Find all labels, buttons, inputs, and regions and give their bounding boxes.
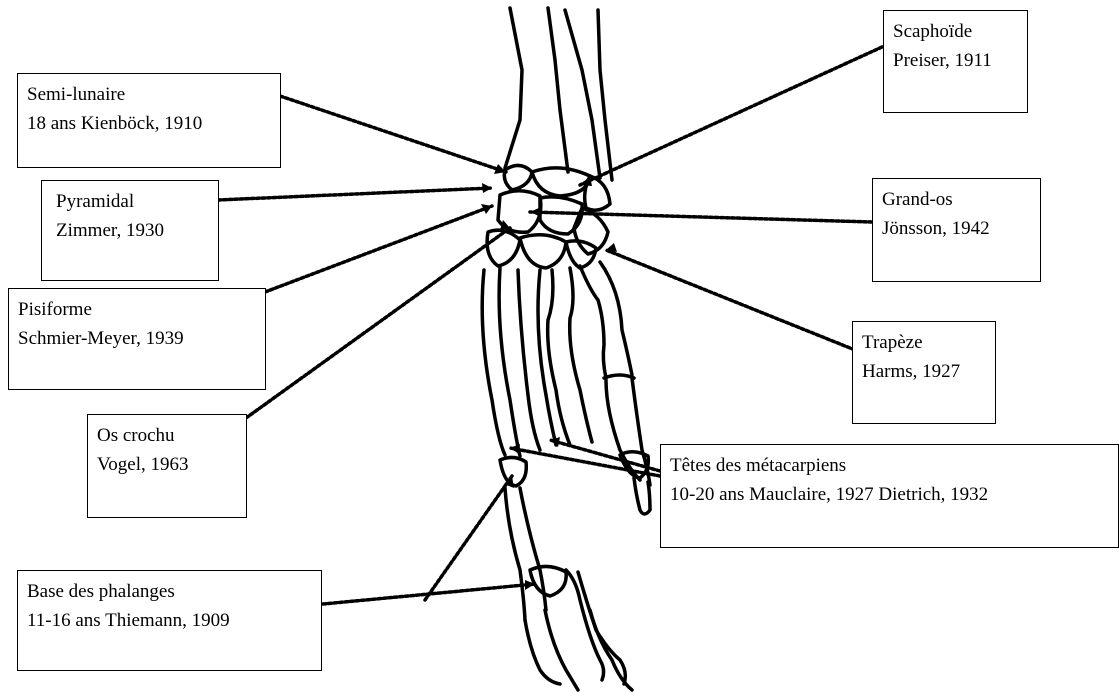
- pyramidal-title: Pyramidal: [56, 187, 209, 216]
- phalanx-bones: [500, 457, 632, 690]
- pyramidal-label: Pyramidal Zimmer, 1930: [41, 180, 219, 281]
- semi-lunaire-title: Semi-lunaire: [27, 80, 271, 109]
- tetes-metacarpiens-title: Têtes des métacarpiens: [670, 451, 1109, 480]
- scaphoide-title: Scaphoïde: [893, 17, 1018, 46]
- pyramidal-reference: Zimmer, 1930: [56, 216, 209, 245]
- grand-os-reference: Jönsson, 1942: [882, 214, 1031, 243]
- semi-lunaire-reference: 18 ans Kienböck, 1910: [27, 109, 271, 138]
- trapeze-title: Trapèze: [862, 328, 986, 357]
- pisiforme-label: Pisiforme Schmier-Meyer, 1939: [8, 288, 266, 390]
- base-phalanges-reference: 11-16 ans Thiemann, 1909: [27, 606, 312, 635]
- trapeze-reference: Harms, 1927: [862, 357, 986, 386]
- scaphoide-reference: Preiser, 1911: [893, 46, 1018, 75]
- metacarpal-bones: [482, 262, 650, 514]
- pisiforme-reference: Schmier-Meyer, 1939: [18, 324, 256, 353]
- grand-os-title: Grand-os: [882, 185, 1031, 214]
- base-phalanges-label: Base des phalanges 11-16 ans Thiemann, 1…: [17, 570, 322, 671]
- tetes-metacarpiens-reference: 10-20 ans Mauclaire, 1927 Dietrich, 1932: [670, 480, 1109, 509]
- os-crochu-label: Os crochu Vogel, 1963: [87, 414, 247, 518]
- tetes-metacarpiens-label: Têtes des métacarpiens 10-20 ans Mauclai…: [660, 444, 1119, 548]
- forearm-bones: [505, 8, 612, 180]
- os-crochu-reference: Vogel, 1963: [97, 450, 237, 479]
- scaphoide-label: Scaphoïde Preiser, 1911: [883, 10, 1028, 113]
- os-crochu-title: Os crochu: [97, 421, 237, 450]
- pisiforme-title: Pisiforme: [18, 295, 256, 324]
- base-phalanges-title: Base des phalanges: [27, 577, 312, 606]
- grand-os-label: Grand-os Jönsson, 1942: [872, 178, 1041, 282]
- trapeze-label: Trapèze Harms, 1927: [852, 321, 996, 424]
- semi-lunaire-label: Semi-lunaire 18 ans Kienböck, 1910: [17, 73, 281, 168]
